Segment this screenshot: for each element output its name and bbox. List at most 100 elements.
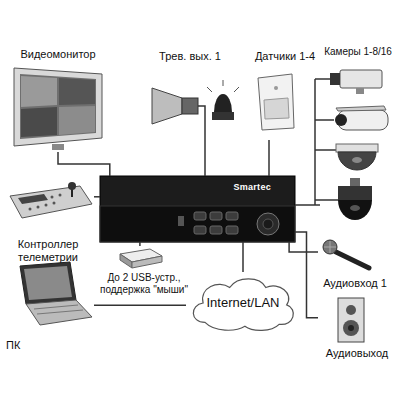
dvr-picture [100,176,295,242]
camera-bus [315,149,336,151]
siren-picture [152,88,205,135]
laptop-picture [34,305,78,309]
keyboard-picture [10,182,92,218]
sensor-picture [258,74,294,130]
monitor-picture [20,74,96,139]
keyboard-picture [10,186,92,218]
laptop-picture [20,262,76,304]
device-label: Контроллер телеметрии [2,238,94,264]
monitor-picture [21,76,57,107]
lamp-picture [207,87,212,92]
device-label: Видеомонитор [20,48,95,61]
dvr-picture [210,226,222,234]
ptz-camera-picture [338,186,372,200]
monitor-picture [14,68,102,150]
lamp-picture [234,87,239,92]
monitor-picture [52,144,64,150]
cable-line [268,140,270,176]
microphone-picture [323,240,369,268]
keyboard-picture [68,182,76,190]
device-label: Smartec [233,182,271,193]
dvr-picture [194,226,206,234]
siren-picture [152,88,182,124]
keyboard-picture [45,204,48,207]
usb-node: До 2 USB-устр., поддержка "мыши" [93,246,195,296]
dvr-picture [263,219,273,229]
usb-drive-picture [120,249,162,268]
siren-picture [198,106,205,135]
monitor-picture [59,106,95,135]
dome-camera-picture [338,152,376,170]
sensor-picture [258,74,294,130]
dvr-node: Smartec [100,176,295,242]
keyboard-picture [59,194,62,197]
cable-line [94,304,186,306]
sensor-picture [264,98,289,119]
keyboard-picture [29,208,32,211]
laptop-picture [24,266,72,300]
dome-camera-picture [336,144,378,170]
speaker-picture [338,298,364,342]
device-label: ПК [6,339,20,352]
cable-line [139,242,141,246]
cable-line [242,242,244,272]
microphone-picture [330,241,331,253]
cable-line [289,242,318,252]
monitor-picture [59,78,95,105]
alarm-node: Трев. вых. 1 [140,50,240,135]
microphone-picture [336,252,369,268]
device-label: Аудиовыход [326,347,388,360]
dvr-picture [100,176,295,242]
dvr-picture [257,213,279,235]
device-label: До 2 USB-устр., поддержка "мыши" [93,272,195,296]
usb-drive-picture [120,254,132,268]
sensor-node: Датчики 1-4 [245,50,325,140]
monitor-picture [14,68,102,146]
dvr-picture [194,212,206,220]
dvr-picture [178,216,184,226]
pc-node: ПК [6,262,94,352]
camera-node: Камеры 1-8/16 [320,46,396,236]
mic-node: Аудиовход 1 [318,238,392,290]
cable-line [295,204,320,206]
monitor-node: Видеомонитор [8,48,108,152]
box-camera-picture [330,70,382,94]
dvr-picture [226,212,238,220]
cable-line [295,232,318,318]
cable-line [94,196,100,198]
ptz-camera-picture [350,205,360,211]
microphone-picture [323,240,337,254]
siren-picture [182,98,198,114]
speaker-node: Аудиовыход [318,296,396,360]
device-label: Камеры 1-8/16 [324,46,392,58]
keyboard-picture [51,196,54,199]
lamp-picture [214,94,232,112]
box-camera-picture [340,70,382,88]
ptz-camera-picture [338,200,372,220]
cloud-shape [193,279,293,331]
keyboard-picture [18,194,48,204]
cable-line [204,135,206,176]
usb-drive-picture [132,256,162,268]
keyboard-picture [37,206,40,209]
dvr-picture [210,212,222,220]
bullet-camera-picture [335,106,388,130]
sensor-picture [274,86,278,90]
ptz-camera-picture [350,178,360,186]
lamp-picture [212,112,234,120]
device-label: Трев. вых. 1 [159,50,221,63]
bullet-camera-picture [336,106,386,111]
camera-bus [315,78,330,80]
camera-bus [315,119,334,121]
cloud-node: Internet/LAN [186,272,300,334]
device-label: Internet/LAN [207,295,280,311]
lamp-picture [223,80,224,86]
keyboard-picture [53,202,56,205]
device-label: Аудиовход 1 [323,277,387,290]
box-camera-picture [356,88,364,94]
dvr-picture [100,206,295,242]
laptop-picture [37,310,83,314]
camera-bus [315,79,338,205]
dome-camera-picture [352,157,362,163]
